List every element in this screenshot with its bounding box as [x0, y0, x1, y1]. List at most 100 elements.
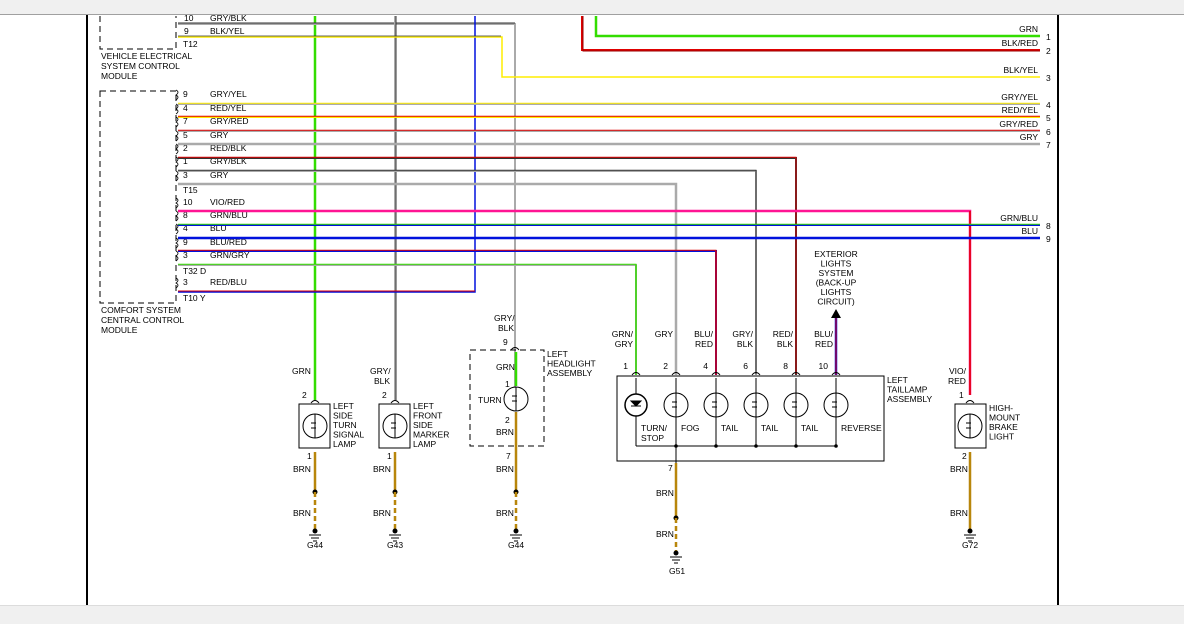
vescm-pin-9: 9: [184, 26, 189, 36]
connector-bracket: [175, 103, 179, 115]
lamp-label: MOUNT: [989, 413, 1020, 423]
assembly-label: LEFT: [887, 375, 908, 385]
right-terminal-number: 5: [1046, 113, 1051, 123]
wire-gry-blk-tail6: [178, 169, 757, 375]
filament-icon: [792, 393, 797, 417]
lamp-label: HIGH-: [989, 403, 1013, 413]
left-front-side-marker-lamp: GRY/BLK2LEFTFRONTSIDEMARKERLAMP1BRNBRNG4…: [370, 366, 449, 550]
pin-label: 6: [743, 361, 748, 371]
lamp-label: LAMP: [413, 439, 436, 449]
wire-label: BRN: [373, 508, 391, 518]
right-terminal-wire-label: GRN/BLU: [1000, 213, 1038, 223]
wire-label: GRY: [655, 329, 674, 339]
lamp-label: BRAKE: [989, 422, 1018, 432]
right-terminal-number: 2: [1046, 46, 1051, 56]
cscm-wire-label: RED/BLU: [210, 277, 247, 287]
cscm-pin-10: 10: [183, 197, 193, 207]
wire-label: GRN/: [612, 329, 634, 339]
filament-icon: [311, 414, 316, 438]
filament-icon: [712, 393, 717, 417]
cscm-pin-8: 8: [183, 210, 188, 220]
wire-grn-term1-base: [594, 16, 1040, 38]
pin-label: 1: [959, 390, 964, 400]
vescm-label-2: SYSTEM CONTROL: [101, 61, 180, 71]
vescm-pin-10: 10: [184, 13, 194, 23]
cscm-wire-label: GRY/RED: [210, 116, 249, 126]
reference-label: (BACK-UP: [816, 278, 857, 288]
filament-icon: [391, 414, 396, 438]
wire-label: BRN: [373, 464, 391, 474]
pin-cap-icon: [751, 372, 761, 376]
lamp-label: SIDE: [333, 411, 353, 421]
wire-red-yel-term5: [178, 115, 1040, 118]
pin-cap-icon: [965, 400, 975, 404]
pin-cap-icon: [510, 347, 520, 351]
pin-cap-icon: [791, 372, 801, 376]
vescm-label-3: MODULE: [101, 71, 138, 81]
reference-label: LIGHTS: [821, 259, 852, 269]
pin-cap-icon: [711, 372, 721, 376]
cscm-wire-label: GRY/YEL: [210, 89, 247, 99]
connector-bracket: [175, 210, 179, 222]
bulb-label: REVERSE: [841, 423, 882, 433]
pin-cap-icon: [390, 400, 400, 404]
lamp-label: LEFT: [413, 401, 434, 411]
connector-bracket: [175, 89, 179, 101]
assembly-label: ASSEMBLY: [887, 394, 933, 404]
exterior-lights-reference: EXTERIORLIGHTSSYSTEM(BACK-UPLIGHTSCIRCUI…: [814, 249, 857, 307]
lamp-label: FRONT: [413, 411, 442, 421]
cscm-wire-label: GRY: [210, 170, 229, 180]
assembly-label: LEFT: [547, 349, 568, 359]
wire-label: BLK: [374, 376, 390, 386]
wire-label: BRN: [496, 464, 514, 474]
cscm-pin-7: 7: [183, 116, 188, 126]
cscm-wire-label: GRN/GRY: [210, 250, 250, 260]
diode-icon: [629, 400, 643, 407]
connector-bracket: [175, 223, 179, 235]
wire-label: GRY/: [732, 329, 753, 339]
ground-dot: [967, 528, 973, 534]
reference-label: SYSTEM: [819, 268, 854, 278]
pin-cap-icon: [671, 372, 681, 376]
connector-bracket: [175, 250, 179, 262]
right-terminal-wire-label: BLK/RED: [1002, 38, 1038, 48]
connector-bracket: [175, 237, 179, 249]
cscm-pin-3: 3: [183, 250, 188, 260]
wire-label: BRN: [496, 427, 514, 437]
cscm-pin-3: 3: [183, 170, 188, 180]
pin-label: 4: [703, 361, 708, 371]
pin-label: 10: [819, 361, 829, 371]
wire-label: BRN: [656, 488, 674, 498]
wire-blk-yel: [178, 36, 1040, 78]
cscm-wire-label: RED/BLK: [210, 143, 247, 153]
filament-icon: [832, 393, 837, 417]
cscm-pin-5: 5: [183, 130, 188, 140]
ground-label: G72: [962, 540, 978, 550]
wire-label: GRN: [292, 366, 311, 376]
wire-label: VIO/: [949, 366, 967, 376]
left-headlight-assembly: GRY/BLK9LEFTHEADLIGHTASSEMBLYGRN1TURN2BR…: [469, 313, 596, 550]
right-terminal-wire-label: GRY/RED: [999, 119, 1038, 129]
page-border-left: [86, 15, 88, 605]
wire-grn-term1: [594, 16, 1040, 38]
pin-label: 2: [382, 390, 387, 400]
cscm-pin-4: 4: [183, 223, 188, 233]
cscm-connector-t10y: T10 Y: [183, 293, 206, 303]
cscm-pin-9: 9: [183, 89, 188, 99]
page-border-right: [1057, 15, 1059, 605]
cscm-wire-label: GRY/BLK: [210, 156, 247, 166]
ground-icon: [670, 556, 682, 564]
right-terminal-wire-label: GRY: [1020, 132, 1039, 142]
wire-label: BRN: [656, 529, 674, 539]
right-terminal-number: 4: [1046, 100, 1051, 110]
wire-gry-red-term6: [178, 129, 1040, 132]
wire-label: GRY/: [494, 313, 515, 323]
bulb-label: TAIL: [801, 423, 819, 433]
wire-label: BRN: [950, 508, 968, 518]
reference-label: LIGHTS: [821, 287, 852, 297]
cscm-label-1: COMFORT SYSTEM: [101, 305, 181, 315]
right-terminal-number: 8: [1046, 221, 1051, 231]
